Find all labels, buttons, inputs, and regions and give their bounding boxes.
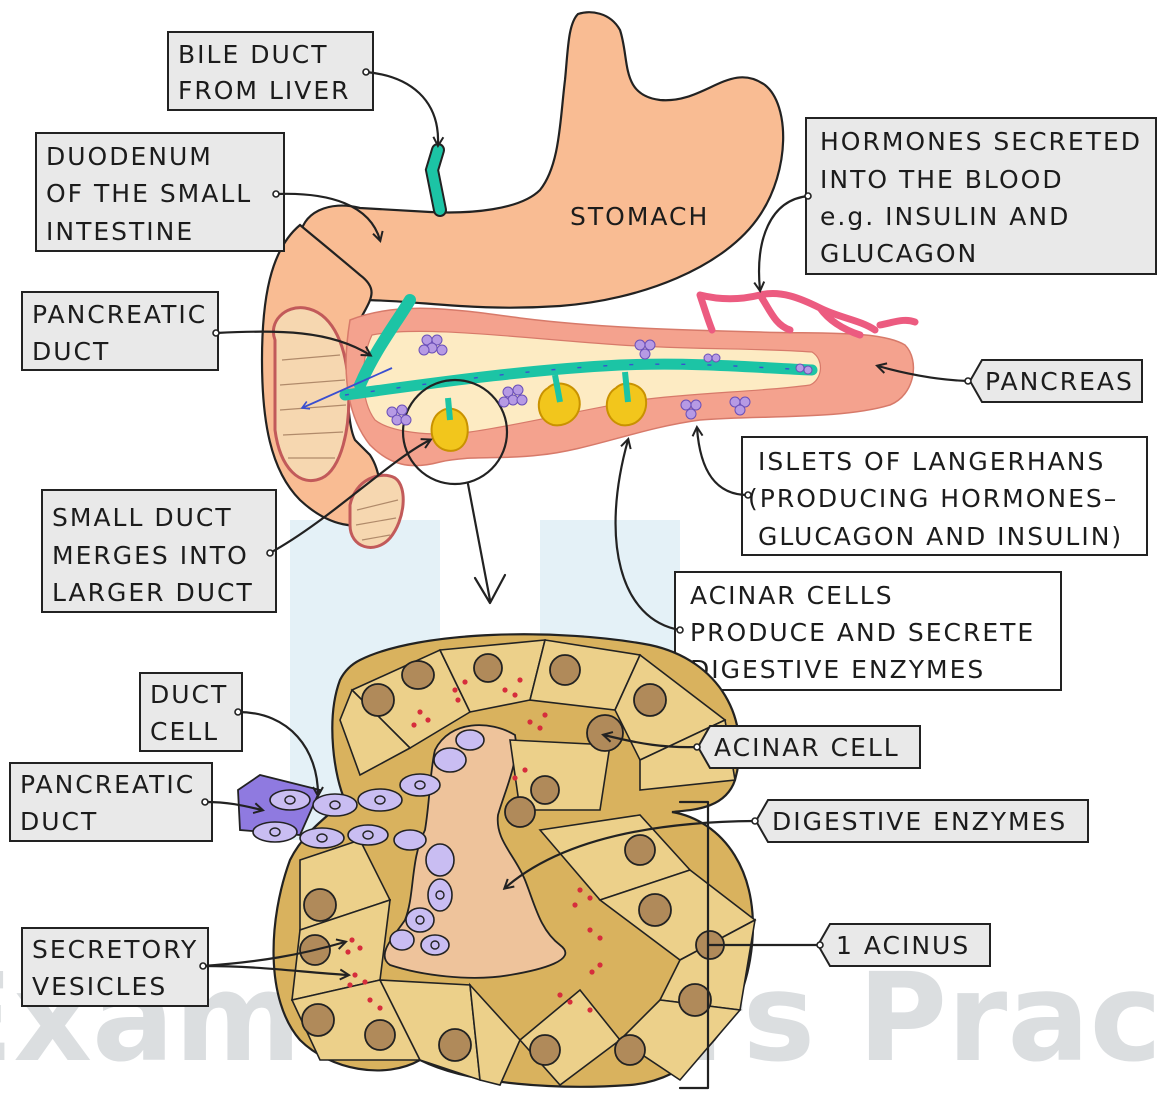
small-duct-line-1: SMALL DUCT [52, 503, 233, 532]
digestive-enzymes-label: DIGESTIVE ENZYMES [772, 807, 1067, 836]
secretory-vesicles-line-2: VESICLES [32, 972, 167, 1001]
label-hormones: HORMONES SECRETED INTO THE BLOOD e.g. IN… [759, 118, 1156, 290]
hormones-line-2: INTO THE BLOOD [820, 165, 1064, 194]
islets-line-2: (PRODUCING HORMONES– [748, 484, 1118, 513]
blood-vessels [700, 293, 915, 335]
duodenum-line-1: DUODENUM [46, 142, 213, 171]
duodenum-line-3: INTESTINE [46, 217, 194, 246]
acinar-cells-line-2: PRODUCE AND SECRETE [690, 618, 1035, 647]
acinus-label: 1 ACINUS [836, 931, 970, 960]
pancreatic-duct-bottom-line-2: DUCT [20, 807, 98, 836]
acinus [274, 634, 755, 1086]
pancreatic-duct-top-line-2: DUCT [32, 337, 110, 366]
acinar-cell-label: ACINAR CELL [714, 733, 900, 762]
label-pancreatic-duct-bottom: PANCREATIC DUCT [10, 763, 262, 841]
duct-cell-line-2: CELL [150, 717, 219, 746]
pancreatic-duct-top-line-1: PANCREATIC [32, 300, 207, 329]
label-bile-duct: BILE DUCT FROM LIVER [168, 32, 438, 145]
bile-duct-line-1: BILE DUCT [178, 40, 328, 69]
small-duct-line-2: MERGES INTO [52, 541, 249, 570]
hormones-line-4: GLUCAGON [820, 239, 978, 268]
bile-duct-line-2: FROM LIVER [178, 76, 351, 105]
hormones-line-3: e.g. INSULIN AND [820, 202, 1070, 231]
pancreas-label: PANCREAS [985, 367, 1134, 396]
duct-cell-line-1: DUCT [150, 680, 228, 709]
label-pancreas: PANCREAS [878, 360, 1142, 402]
acinar-cells-line-3: DIGESTIVE ENZYMES [690, 655, 985, 684]
pancreatic-duct-bottom-line-1: PANCREATIC [20, 770, 195, 799]
hormones-line-1: HORMONES SECRETED [820, 127, 1142, 156]
islets-line-3: GLUCAGON AND INSULIN) [758, 522, 1123, 551]
label-acinus: 1 ACINUS [817, 924, 990, 966]
acinar-cells-line-1: ACINAR CELLS [690, 581, 894, 610]
stomach-label: STOMACH [570, 202, 709, 231]
small-duct-line-3: LARGER DUCT [52, 578, 254, 607]
secretory-vesicles-line-1: SECRETORY [32, 935, 198, 964]
label-islets: ISLETS OF LANGERHANS (PRODUCING HORMONES… [697, 428, 1147, 555]
islets-line-1: ISLETS OF LANGERHANS [758, 447, 1105, 476]
duodenum-line-2: OF THE SMALL [46, 179, 252, 208]
